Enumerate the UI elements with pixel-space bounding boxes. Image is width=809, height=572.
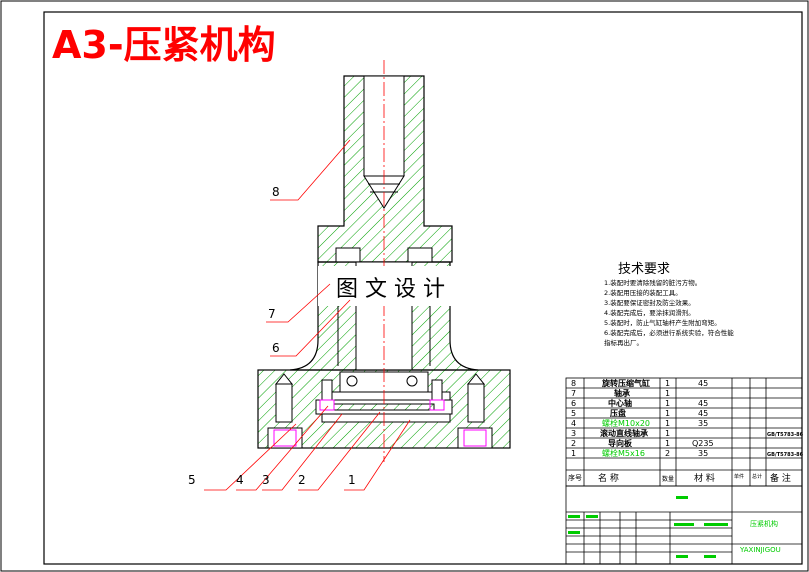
bom-no: 5 — [571, 409, 576, 418]
tech-line: 1.装配时要清除残留的脏污方物。 — [604, 278, 701, 287]
callout-7: 7 — [268, 307, 276, 321]
drawing-name: 压紧机构 — [750, 519, 778, 528]
tech-line: 3.装配要保证密封及防尘效果。 — [604, 298, 695, 307]
bom-note: GB/T5783-86 — [767, 452, 804, 458]
bom-no: 2 — [571, 439, 576, 448]
callout-1: 1 — [348, 473, 356, 487]
tech-line: 4.装配完成后，要涂抹润滑剂。 — [604, 308, 695, 317]
inner-frame — [43, 11, 803, 565]
bom-qty: 1 — [665, 399, 670, 408]
bom-name: 滚动直线轴承 — [600, 428, 648, 438]
bom-mat: 45 — [698, 399, 708, 408]
callout-2: 2 — [298, 473, 306, 487]
bom-no: 7 — [571, 389, 576, 398]
bom-name: 压盘 — [610, 408, 626, 418]
tech-line: 指标再出厂。 — [604, 338, 643, 347]
bom-name: 中心轴 — [608, 398, 632, 408]
title-block — [565, 485, 803, 565]
tech-line: 2.装配用压接的装配工具。 — [604, 288, 682, 297]
bom-qty: 1 — [665, 439, 670, 448]
callout-labels: 8 7 6 5 4 3 2 1 — [188, 185, 356, 487]
watermark-bg — [318, 266, 482, 306]
watermark: 图 文 设 计 — [336, 277, 445, 302]
bom-qty: 2 — [665, 449, 670, 458]
bom-no: 4 — [571, 419, 576, 428]
bom-rows: 8 旋转压缩气缸 1 45 7 轴承 1 6 中心轴 1 45 5 压盘 1 4… — [568, 378, 804, 484]
bom-header-note2: 总计 — [752, 473, 762, 480]
bom-table — [565, 377, 803, 487]
bom-qty: 1 — [665, 419, 670, 428]
school-name: YAXINJIGOU — [739, 546, 781, 554]
callout-3: 3 — [262, 473, 270, 487]
callout-6: 6 — [272, 341, 280, 355]
bom-qty: 1 — [665, 429, 670, 438]
bom-mat: 45 — [698, 379, 708, 388]
callout-5: 5 — [188, 473, 196, 487]
bom-name: 旋转压缩气缸 — [601, 378, 650, 388]
bom-header-qty: 数量 — [662, 475, 674, 483]
bom-name: 螺栓M10x20 — [602, 418, 650, 428]
bom-header-no: 序号 — [568, 473, 582, 482]
callout-8: 8 — [272, 185, 280, 199]
drawing-title: A3-压紧机构 — [52, 23, 276, 67]
bom-header-remark: 备 注 — [770, 472, 791, 484]
bom-note: GB/T5783-86 — [767, 432, 804, 438]
bom-no: 6 — [571, 399, 576, 408]
tech-heading: 技术要求 — [618, 262, 670, 277]
bom-no: 1 — [571, 449, 576, 458]
tech-line: 5.装配时，防止气缸轴杆产生附加弯矩。 — [604, 318, 721, 327]
bom-mat: 45 — [698, 409, 708, 418]
bom-no: 8 — [571, 379, 576, 388]
bom-mat: 35 — [698, 449, 708, 458]
bom-no: 3 — [571, 429, 576, 438]
bom-qty: 1 — [665, 379, 670, 388]
callout-4: 4 — [236, 473, 244, 487]
bom-qty: 1 — [665, 409, 670, 418]
leader-lines — [204, 139, 411, 491]
bom-header-mat: 材 料 — [694, 472, 715, 484]
bom-mat: Q235 — [692, 439, 714, 448]
bom-header-name: 名 称 — [598, 472, 619, 484]
tech-line: 6.装配完成后，必须进行系统实验，符合性能 — [604, 328, 734, 337]
bom-header-note1: 单件 — [734, 473, 744, 480]
bom-mat: 35 — [698, 419, 708, 428]
bom-name: 螺栓M5x16 — [602, 448, 645, 458]
tech-requirements: 技术要求 1.装配时要清除残留的脏污方物。 2.装配用压接的装配工具。 3.装配… — [604, 262, 734, 347]
bom-qty: 1 — [665, 389, 670, 398]
bom-name: 导向板 — [608, 438, 633, 448]
upper-body — [317, 75, 453, 263]
bom-name: 轴承 — [614, 388, 630, 398]
base-plate — [257, 369, 511, 449]
